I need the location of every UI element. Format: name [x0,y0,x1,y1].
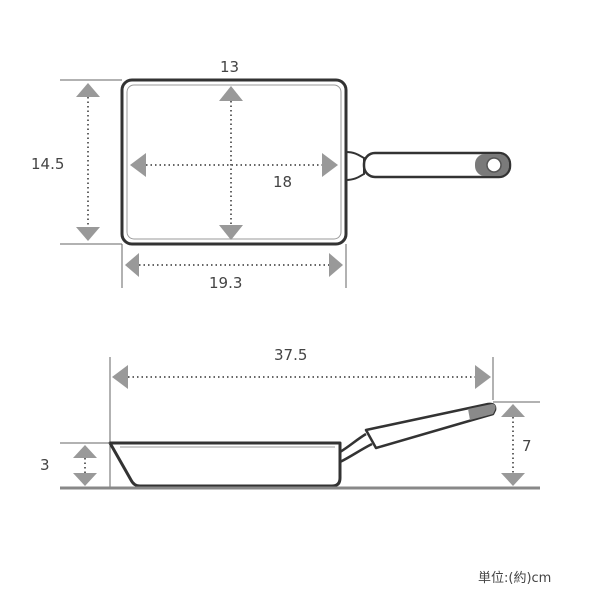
handle-hole [486,157,502,173]
dim-inner-vertical [219,86,243,240]
dim-length-37-5 [112,365,491,389]
label-height-7: 7 [522,437,532,455]
label-height-14-5: 14.5 [31,155,64,173]
label-length-37-5: 37.5 [274,346,307,364]
pan-handle-side [339,402,497,464]
pan-top-inner-outline [126,84,342,240]
dim-width-19-3 [125,253,343,277]
dim-height-7 [501,404,525,486]
dim-inner-horizontal [130,153,338,177]
top-view: 14.5 13 18 19.3 [31,58,512,292]
dim-depth-3 [73,445,97,486]
dim-height-14-5 [76,83,100,241]
side-view: 37.5 3 [40,346,540,490]
pan-top-outline [120,78,348,246]
label-width-13: 13 [220,58,239,76]
label-width-19-3: 19.3 [209,274,242,292]
label-length-18: 18 [273,173,292,191]
unit-label: 単位:(約)cm [478,570,551,586]
label-depth-3: 3 [40,456,50,474]
pan-side-body [108,441,342,488]
pan-handle-top [345,151,512,181]
